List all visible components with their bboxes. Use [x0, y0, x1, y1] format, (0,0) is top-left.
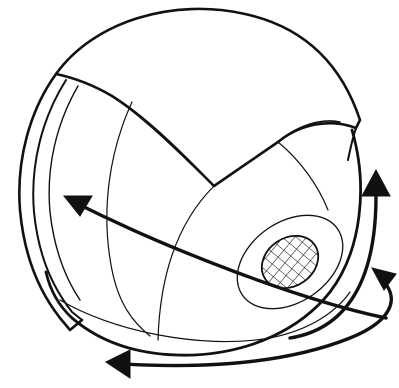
diagonal-arrow-head: [64, 196, 92, 216]
right-arrow-head: [372, 268, 396, 290]
cavity-curve: [107, 102, 150, 336]
mesh-grid: [240, 220, 350, 310]
shell-rim-inner2: [49, 86, 80, 300]
cavity-curve-2: [278, 142, 328, 210]
sphere-body: [19, 9, 360, 355]
vertical-arrow-head: [362, 170, 390, 196]
meridian-line: [158, 186, 214, 340]
bottom-arrow-head: [106, 350, 130, 378]
lid-shell: [56, 9, 360, 186]
